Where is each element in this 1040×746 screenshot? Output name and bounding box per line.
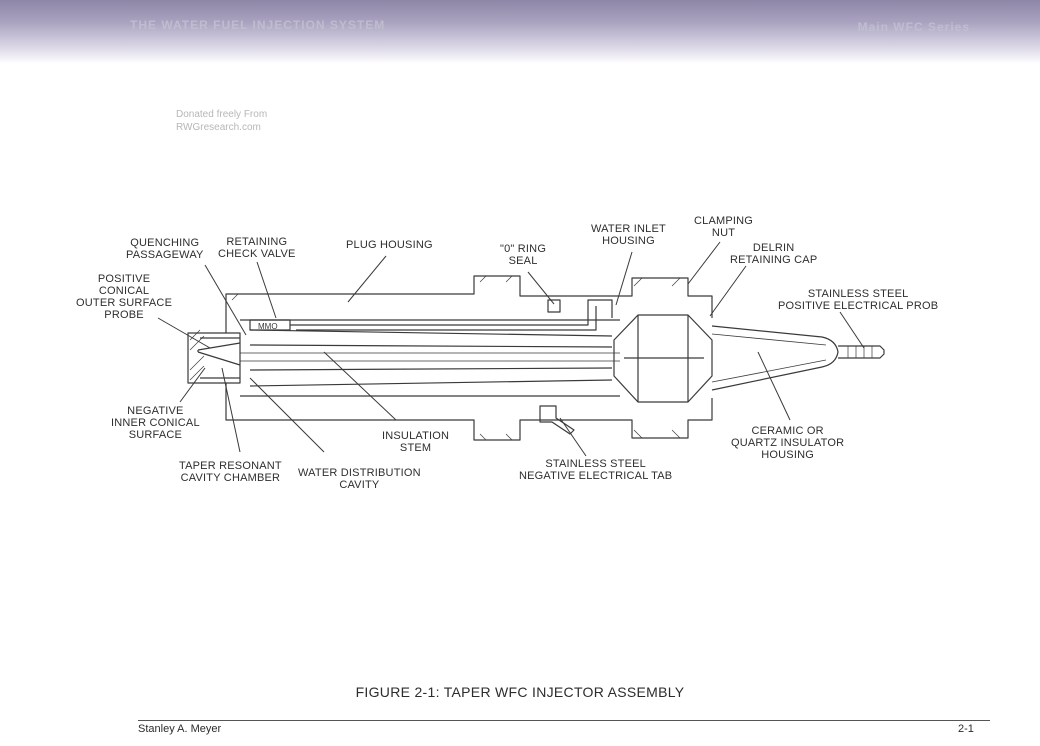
label-line: INSULATION (382, 430, 450, 442)
ceramic-insulator-taper (711, 325, 839, 391)
watermark: Donated freely From RWGresearch.com (176, 108, 267, 134)
label-line: "0" RING (500, 243, 547, 255)
label-line: STAINLESS STEEL (807, 288, 909, 300)
label-line: CAVITY CHAMBER (180, 472, 281, 484)
scan-header-band (0, 0, 1040, 64)
leader-stainless-positive (839, 311, 865, 349)
leader-taper-resonant (221, 367, 241, 453)
label-line: OUTER SURFACE (76, 297, 173, 309)
label-line: PLUG HOUSING (346, 239, 433, 251)
header-title: THE WATER FUEL INJECTION SYSTEM (130, 18, 386, 32)
label-plug-housing: PLUG HOUSING (346, 239, 433, 251)
leader-ceramic (757, 351, 791, 421)
negative-tab (539, 405, 575, 435)
positive-probe-rod (838, 345, 885, 359)
probe-rod-threads (847, 346, 873, 358)
ceramic-insulator-lines (711, 333, 827, 383)
label-line: NEGATIVE (127, 405, 184, 417)
label-line: HOUSING (761, 449, 814, 461)
label-stainless-positive-probe: STAINLESS STEEL POSITIVE ELECTRICAL PROB (778, 288, 938, 312)
plug-housing-outline-bottom (225, 383, 713, 441)
footer-author: Stanley A. Meyer (138, 723, 222, 735)
footer-page-number: 2-1 (958, 723, 974, 735)
label-line: TAPER RESONANT (179, 460, 282, 472)
plug-housing-outline (225, 275, 713, 333)
label-line: INNER CONICAL (111, 417, 200, 429)
label-delrin-retaining-cap: DELRIN RETAINING CAP (730, 242, 817, 266)
leader-water-distribution (249, 377, 325, 453)
label-stainless-negative-tab: STAINLESS STEEL NEGATIVE ELECTRICAL TAB (519, 458, 672, 482)
label-line: STAINLESS STEEL (545, 458, 646, 470)
label-retaining-check-valve: RETAINING CHECK VALVE (218, 236, 296, 260)
label-line: RETAINING CAP (730, 254, 818, 266)
label-line: NUT (711, 227, 736, 239)
nozzle-inner-cone (200, 337, 240, 379)
check-valve-stamp: MMO (258, 322, 278, 331)
nozzle-probe-tip (197, 342, 241, 366)
label-line: POSITIVE ELECTRICAL PROB (778, 300, 939, 312)
label-clamping-nut: CLAMPING NUT (694, 215, 753, 239)
leader-plug-housing (347, 255, 387, 303)
label-line: QUENCHING (130, 237, 200, 249)
leader-o-ring (527, 271, 555, 305)
leader-insulation-stem (323, 351, 397, 421)
label-o-ring-seal: "0" RING SEAL (500, 243, 546, 267)
nozzle-front (187, 332, 241, 384)
leader-quenching (204, 264, 247, 336)
label-line: CLAMPING (694, 215, 754, 227)
label-line: QUARTZ INSULATOR (731, 437, 845, 449)
leader-lines (157, 241, 865, 457)
check-valve-block (249, 319, 291, 331)
label-line: NEGATIVE ELECTRICAL TAB (519, 470, 673, 482)
label-line: WATER INLET (591, 223, 666, 235)
label-line: SURFACE (128, 429, 183, 441)
label-insulation-stem: INSULATION STEM (382, 430, 449, 454)
stem-centre-lines (240, 352, 620, 362)
watermark-line-2: RWGresearch.com (176, 122, 261, 133)
label-line: POSITIVE (97, 273, 151, 285)
label-line: PROBE (104, 309, 144, 321)
leader-delrin (709, 265, 747, 317)
hatching (189, 275, 681, 441)
label-line: RETAINING (226, 236, 288, 248)
clamping-nut (613, 314, 713, 403)
o-ring-groove (547, 299, 561, 313)
leader-negative-inner (179, 367, 206, 403)
label-quenching-passageway: QUENCHING PASSAGEWAY (126, 237, 204, 261)
inner-bore (240, 319, 620, 397)
leader-clamping-nut (687, 241, 721, 285)
water-inlet-channel (290, 299, 613, 331)
leader-water-inlet (615, 251, 633, 306)
label-line: HOUSING (602, 235, 655, 247)
label-line: CAVITY (339, 479, 380, 491)
leader-positive-conical (157, 317, 211, 349)
label-ceramic-insulator: CERAMIC OR QUARTZ INSULATOR HOUSING (731, 425, 844, 461)
label-line: CONICAL (98, 285, 150, 297)
label-water-inlet-housing: WATER INLET HOUSING (591, 223, 666, 247)
header-section: Main WFC Series (857, 20, 970, 34)
watermark-line-1: Donated freely From (176, 109, 268, 120)
label-line: STEM (399, 442, 432, 454)
footer-rule (138, 720, 990, 721)
label-water-distribution-cavity: WATER DISTRIBUTION CAVITY (298, 467, 421, 491)
leader-retaining-check-valve (256, 261, 277, 319)
label-positive-conical-probe: POSITIVE CONICAL OUTER SURFACE PROBE (76, 273, 172, 321)
figure-caption: FIGURE 2-1: TAPER WFC INJECTOR ASSEMBLY (355, 684, 685, 700)
label-line: SEAL (508, 255, 538, 267)
injector-body (187, 275, 885, 441)
insulation-stem (249, 329, 613, 387)
label-line: PASSAGEWAY (126, 249, 204, 261)
label-line: CERAMIC OR (751, 425, 824, 437)
leader-stainless-negative (559, 417, 587, 457)
label-line: DELRIN (752, 242, 795, 254)
label-taper-resonant-cavity: TAPER RESONANT CAVITY CHAMBER (179, 460, 282, 484)
label-line: WATER DISTRIBUTION (298, 467, 421, 479)
label-negative-inner-conical: NEGATIVE INNER CONICAL SURFACE (111, 405, 200, 441)
label-line: CHECK VALVE (218, 248, 296, 260)
clamping-nut-facets (624, 315, 704, 402)
